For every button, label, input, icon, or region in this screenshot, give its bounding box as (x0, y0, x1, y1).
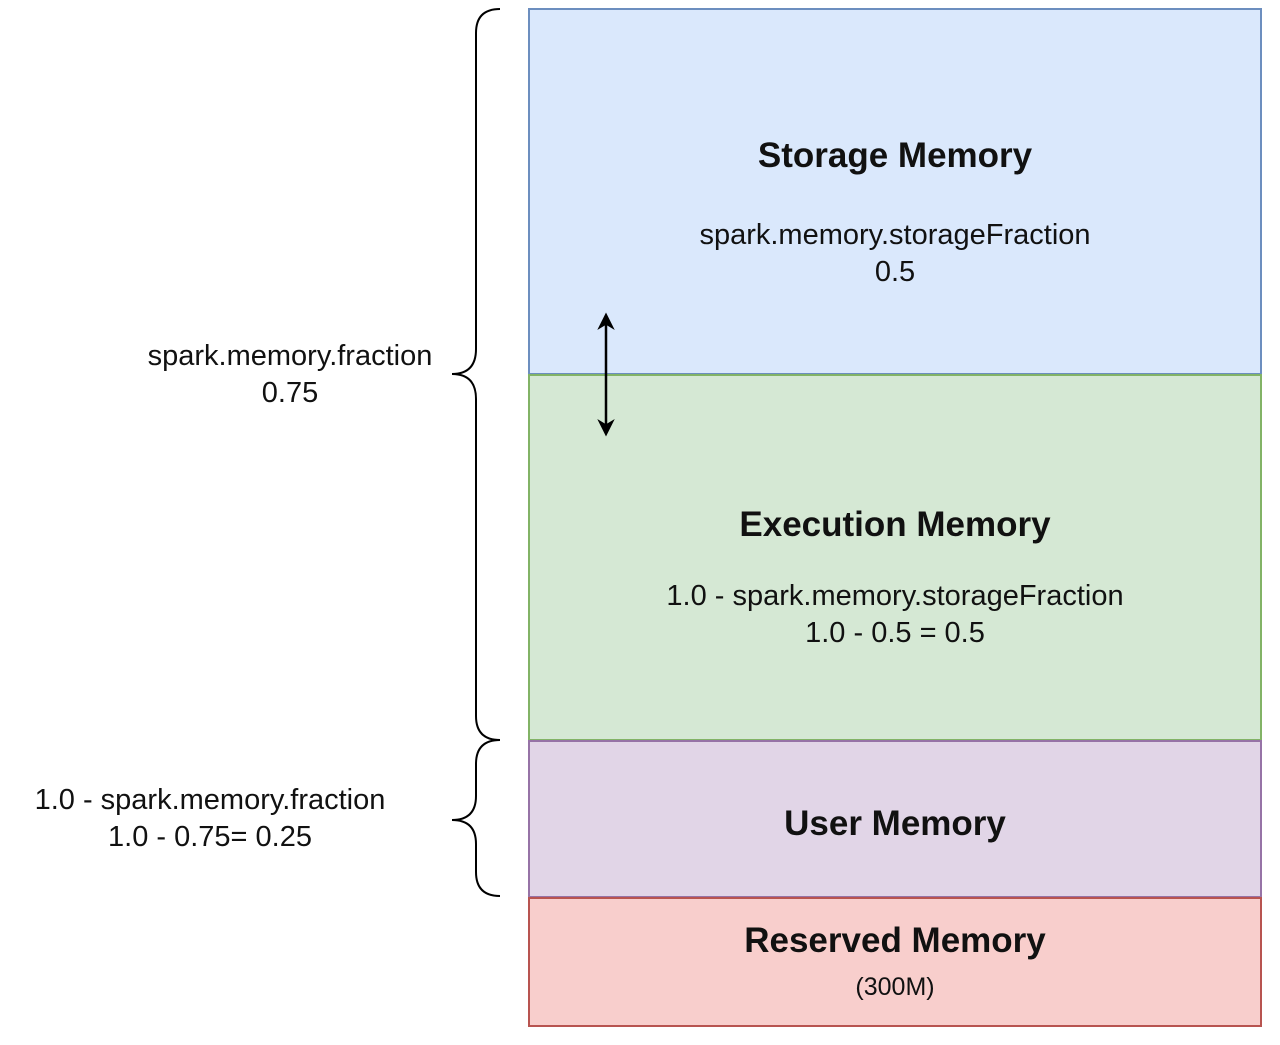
user-memory-title: User Memory (784, 804, 1006, 843)
execution-fraction-value: 1.0 - 0.5 = 0.5 (805, 617, 985, 649)
storage-memory-block: Storage Memory spark.memory.storageFract… (528, 8, 1262, 375)
user-memory-fraction-annotation: 1.0 - spark.memory.fraction 1.0 - 0.75= … (10, 782, 410, 856)
storage-fraction-value: 0.5 (874, 256, 916, 288)
memory-fraction-value: 0.75 (261, 377, 319, 409)
execution-memory-formula: 1.0 - spark.memory.storageFraction 1.0 -… (530, 578, 1260, 652)
reserved-memory-title: Reserved Memory (744, 921, 1046, 960)
memory-fraction-annotation: spark.memory.fraction 0.75 (120, 338, 460, 412)
memory-fraction-brace-icon (451, 8, 501, 741)
storage-memory-title: Storage Memory (757, 136, 1033, 175)
user-memory-fraction-param: 1.0 - spark.memory.fraction (34, 784, 386, 816)
user-memory-brace-icon (451, 739, 501, 897)
reserved-memory-size: (300M) (855, 973, 935, 1001)
memory-fraction-param: spark.memory.fraction (147, 340, 433, 372)
execution-memory-title: Execution Memory (739, 505, 1051, 544)
storage-memory-formula: spark.memory.storageFraction 0.5 (530, 217, 1260, 291)
user-memory-fraction-value: 1.0 - 0.75= 0.25 (108, 821, 312, 853)
storage-fraction-param: spark.memory.storageFraction (699, 219, 1091, 251)
reserved-memory-block: Reserved Memory (300M) (528, 897, 1262, 1027)
execution-fraction-param: 1.0 - spark.memory.storageFraction (666, 580, 1124, 612)
execution-memory-block: Execution Memory 1.0 - spark.memory.stor… (528, 374, 1262, 741)
